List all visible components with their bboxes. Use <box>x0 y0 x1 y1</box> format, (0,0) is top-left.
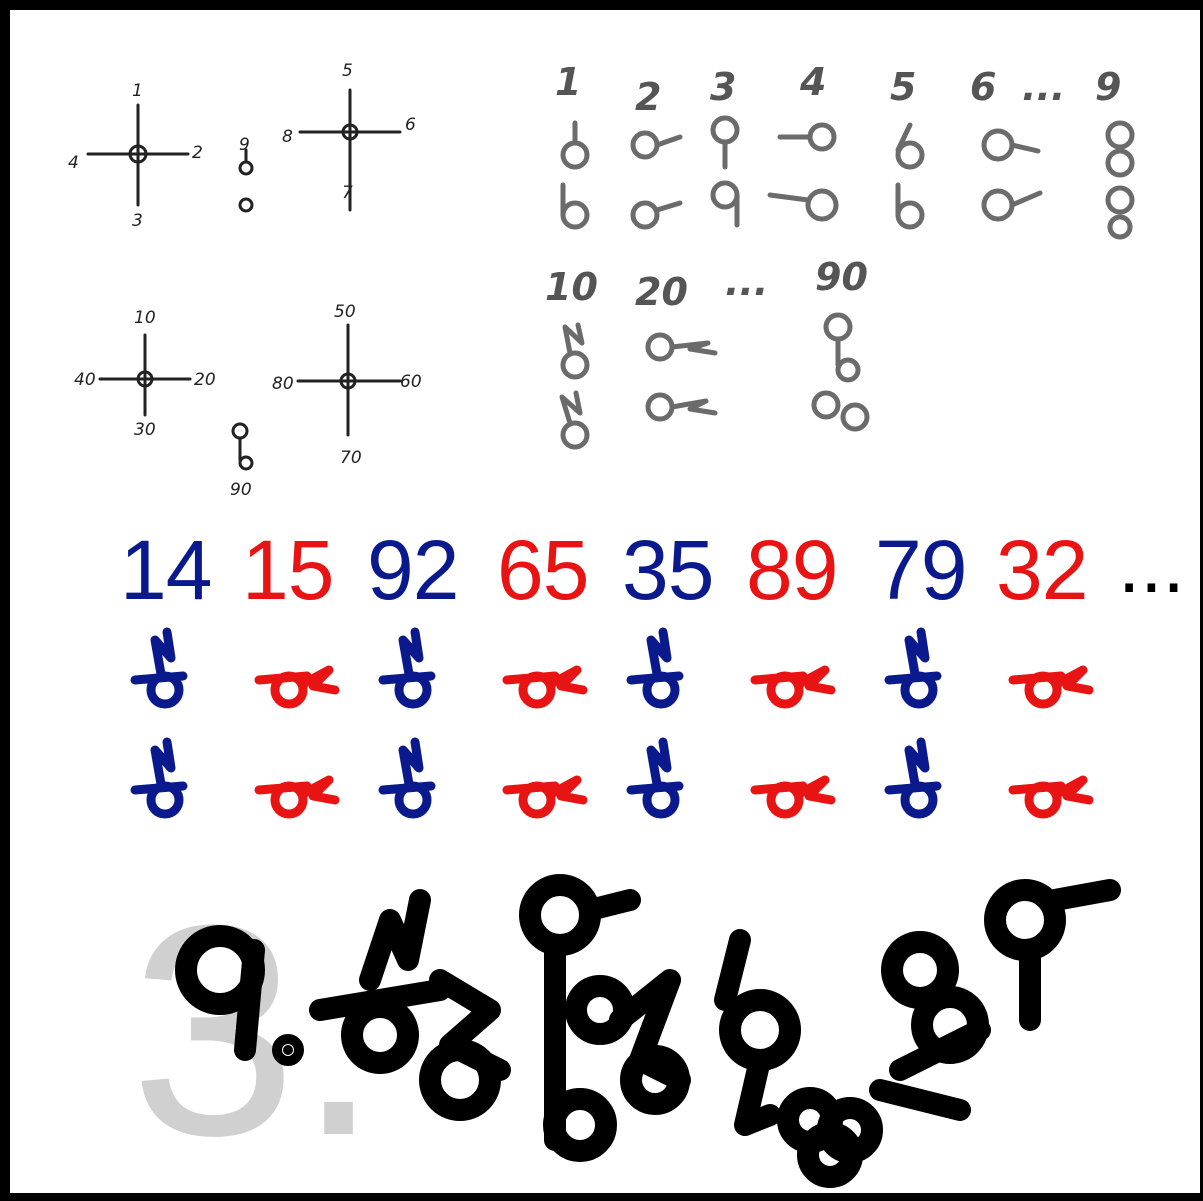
unit-label-1: 1 <box>555 60 581 104</box>
example-glyph <box>130 737 188 819</box>
label-70: 70 <box>340 448 362 468</box>
example-glyph <box>378 627 436 709</box>
label-40: 40 <box>74 370 96 390</box>
example-glyph <box>750 775 836 819</box>
label-30: 30 <box>134 420 156 440</box>
label-20: 20 <box>194 370 216 390</box>
example-glyph <box>254 775 340 819</box>
example-glyph <box>254 665 340 709</box>
example-number: 92 <box>367 523 459 617</box>
label-60: 60 <box>400 372 422 392</box>
label-90: 90 <box>230 480 252 500</box>
label-50: 50 <box>334 302 356 322</box>
tens-cross-diagram: 10 20 30 40 50 60 70 80 90 <box>74 302 422 500</box>
units-glyph-table: 1 2 3 4 5 6 ... 9 <box>555 60 1135 240</box>
large-handwritten-number <box>175 874 1121 1188</box>
example-number: 14 <box>120 523 212 617</box>
tens-label-20: 20 <box>635 270 688 314</box>
unit-label-ellipsis: ... <box>1022 65 1065 109</box>
example-glyph <box>378 737 436 819</box>
label-7: 7 <box>342 183 353 203</box>
example-glyph <box>626 627 684 709</box>
example-number: 15 <box>242 523 334 617</box>
example-number: 89 <box>746 523 838 617</box>
example-ellipsis: ... <box>1118 520 1185 609</box>
example-number: 65 <box>497 523 589 617</box>
example-glyphs <box>130 627 1094 819</box>
unit-label-4: 4 <box>799 60 826 104</box>
unit-label-6: 6 <box>970 65 996 109</box>
tens-label-10: 10 <box>545 265 598 309</box>
label-10: 10 <box>134 308 156 328</box>
label-5: 5 <box>342 61 353 81</box>
example-glyph <box>130 627 188 709</box>
unit-label-9: 9 <box>1095 65 1121 109</box>
example-glyph <box>750 665 836 709</box>
example-glyph <box>1008 775 1094 819</box>
unit-label-3: 3 <box>710 65 736 109</box>
example-number: 79 <box>875 523 967 617</box>
label-3: 3 <box>132 211 143 231</box>
label-8: 8 <box>282 127 293 147</box>
example-glyph <box>1008 665 1094 709</box>
example-glyph <box>502 665 588 709</box>
label-4: 4 <box>68 153 79 173</box>
example-glyph <box>626 737 684 819</box>
units-cross-diagram: 1 2 3 4 5 6 7 8 9 <box>68 61 416 231</box>
unit-label-2: 2 <box>635 75 661 119</box>
label-80: 80 <box>272 374 294 394</box>
example-number: 35 <box>622 523 714 617</box>
example-number: 32 <box>996 523 1088 617</box>
label-1: 1 <box>132 81 143 101</box>
tens-glyph-table: 10 20 ... 90 <box>545 255 870 450</box>
example-glyph <box>502 775 588 819</box>
label-2: 2 <box>192 143 203 163</box>
label-6: 6 <box>405 115 416 135</box>
label-9: 9 <box>239 135 250 155</box>
example-glyph <box>884 737 942 819</box>
tens-label-ellipsis: ... <box>725 260 768 304</box>
example-glyph <box>884 627 942 709</box>
tens-label-90: 90 <box>815 255 868 299</box>
unit-label-5: 5 <box>890 65 916 109</box>
